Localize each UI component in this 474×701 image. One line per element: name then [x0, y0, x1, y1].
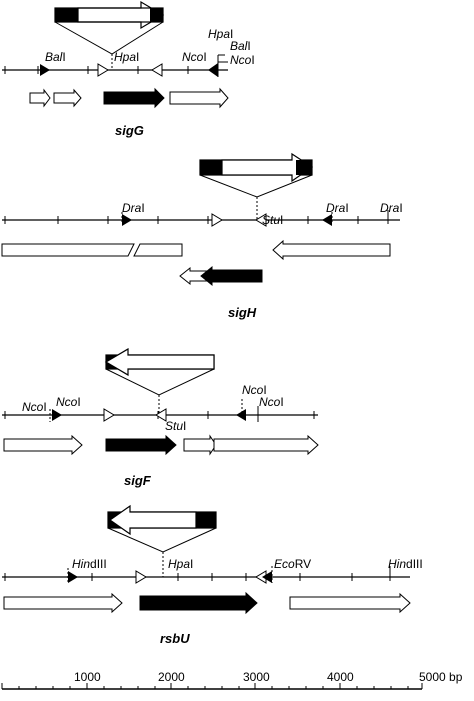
site-marker — [122, 214, 132, 226]
cassette-sigH — [199, 152, 314, 220]
orf-box — [133, 243, 183, 257]
site-label: HindIII — [72, 557, 107, 571]
site-label: StuI — [165, 419, 186, 433]
orf-arrow-target — [103, 87, 165, 109]
site-label: NcoI — [56, 395, 81, 409]
site-label: NcoI — [259, 395, 284, 409]
orf-box — [1, 243, 135, 257]
site-marker — [68, 571, 78, 583]
site-marker — [52, 409, 62, 421]
gene-label-rsbU: rsbU — [160, 631, 190, 646]
site-marker — [322, 214, 332, 226]
site-marker — [208, 63, 218, 77]
orf-arrow — [213, 434, 319, 456]
site-label: HpaI — [168, 557, 193, 571]
site-label: NcoI — [230, 53, 255, 67]
site-label: HpaI — [114, 50, 139, 64]
site-marker — [151, 63, 163, 77]
site-marker — [211, 213, 223, 227]
orf-arrow-target — [105, 434, 177, 456]
panel-sigH: DraI StuI DraI DraI sigH — [1, 152, 403, 320]
orf-arrow — [169, 87, 229, 109]
scale-bar: 1000 2000 3000 4000 5000 bp — [1, 670, 463, 690]
site-label: DraI — [122, 201, 145, 215]
site-label: NcoI — [242, 383, 267, 397]
site-label: NcoI — [182, 50, 207, 64]
site-marker — [135, 570, 147, 584]
site-marker — [255, 213, 267, 227]
cassette-sigG — [54, 0, 165, 70]
orf-arrow — [3, 592, 123, 614]
site-label: DraI — [326, 201, 349, 215]
site-label: DraI — [380, 201, 403, 215]
orf-arrow — [183, 434, 217, 456]
orf-arrow — [53, 88, 82, 108]
scale-tick-label: 3000 — [243, 670, 270, 684]
orf-arrow — [272, 239, 391, 261]
site-marker — [97, 63, 109, 77]
orf-arrow — [289, 592, 411, 614]
site-label: StuI — [262, 213, 283, 227]
site-label: HindIII — [388, 557, 423, 571]
site-label: HpaI — [208, 27, 233, 41]
scale-tick-label: 4000 — [327, 670, 354, 684]
site-marker — [236, 409, 246, 421]
site-marker — [155, 408, 167, 422]
site-label: EcoRV — [274, 557, 311, 571]
cassette-sigF — [104, 347, 215, 415]
orf-arrow-target — [139, 591, 258, 615]
site-marker — [262, 571, 272, 583]
cassette-rsbU — [107, 504, 217, 577]
gene-label-sigG: sigG — [115, 123, 144, 138]
panel-rsbU: HindIII HpaI EcoRV HindIII rsbU — [2, 504, 423, 646]
panel-sigF: NcoI NcoI StuI NcoI NcoI sigF — [2, 347, 319, 488]
site-label: BalI — [45, 50, 66, 64]
panel-sigG: BalI HpaI NcoI HpaI BalI NcoI sigG — [2, 0, 255, 138]
site-marker — [40, 64, 50, 76]
site-marker — [103, 408, 115, 422]
scale-tick-label: 5000 bp — [419, 670, 463, 684]
gene-label-sigF: sigF — [124, 473, 152, 488]
orf-arrow — [29, 88, 51, 108]
site-label: BalI — [230, 39, 251, 53]
orf-arrow — [3, 434, 83, 456]
scale-tick-label: 1000 — [74, 670, 101, 684]
orf-arrow-target — [200, 265, 263, 287]
site-label: NcoI — [22, 400, 47, 414]
scale-tick-label: 2000 — [158, 670, 185, 684]
gene-label-sigH: sigH — [228, 305, 257, 320]
